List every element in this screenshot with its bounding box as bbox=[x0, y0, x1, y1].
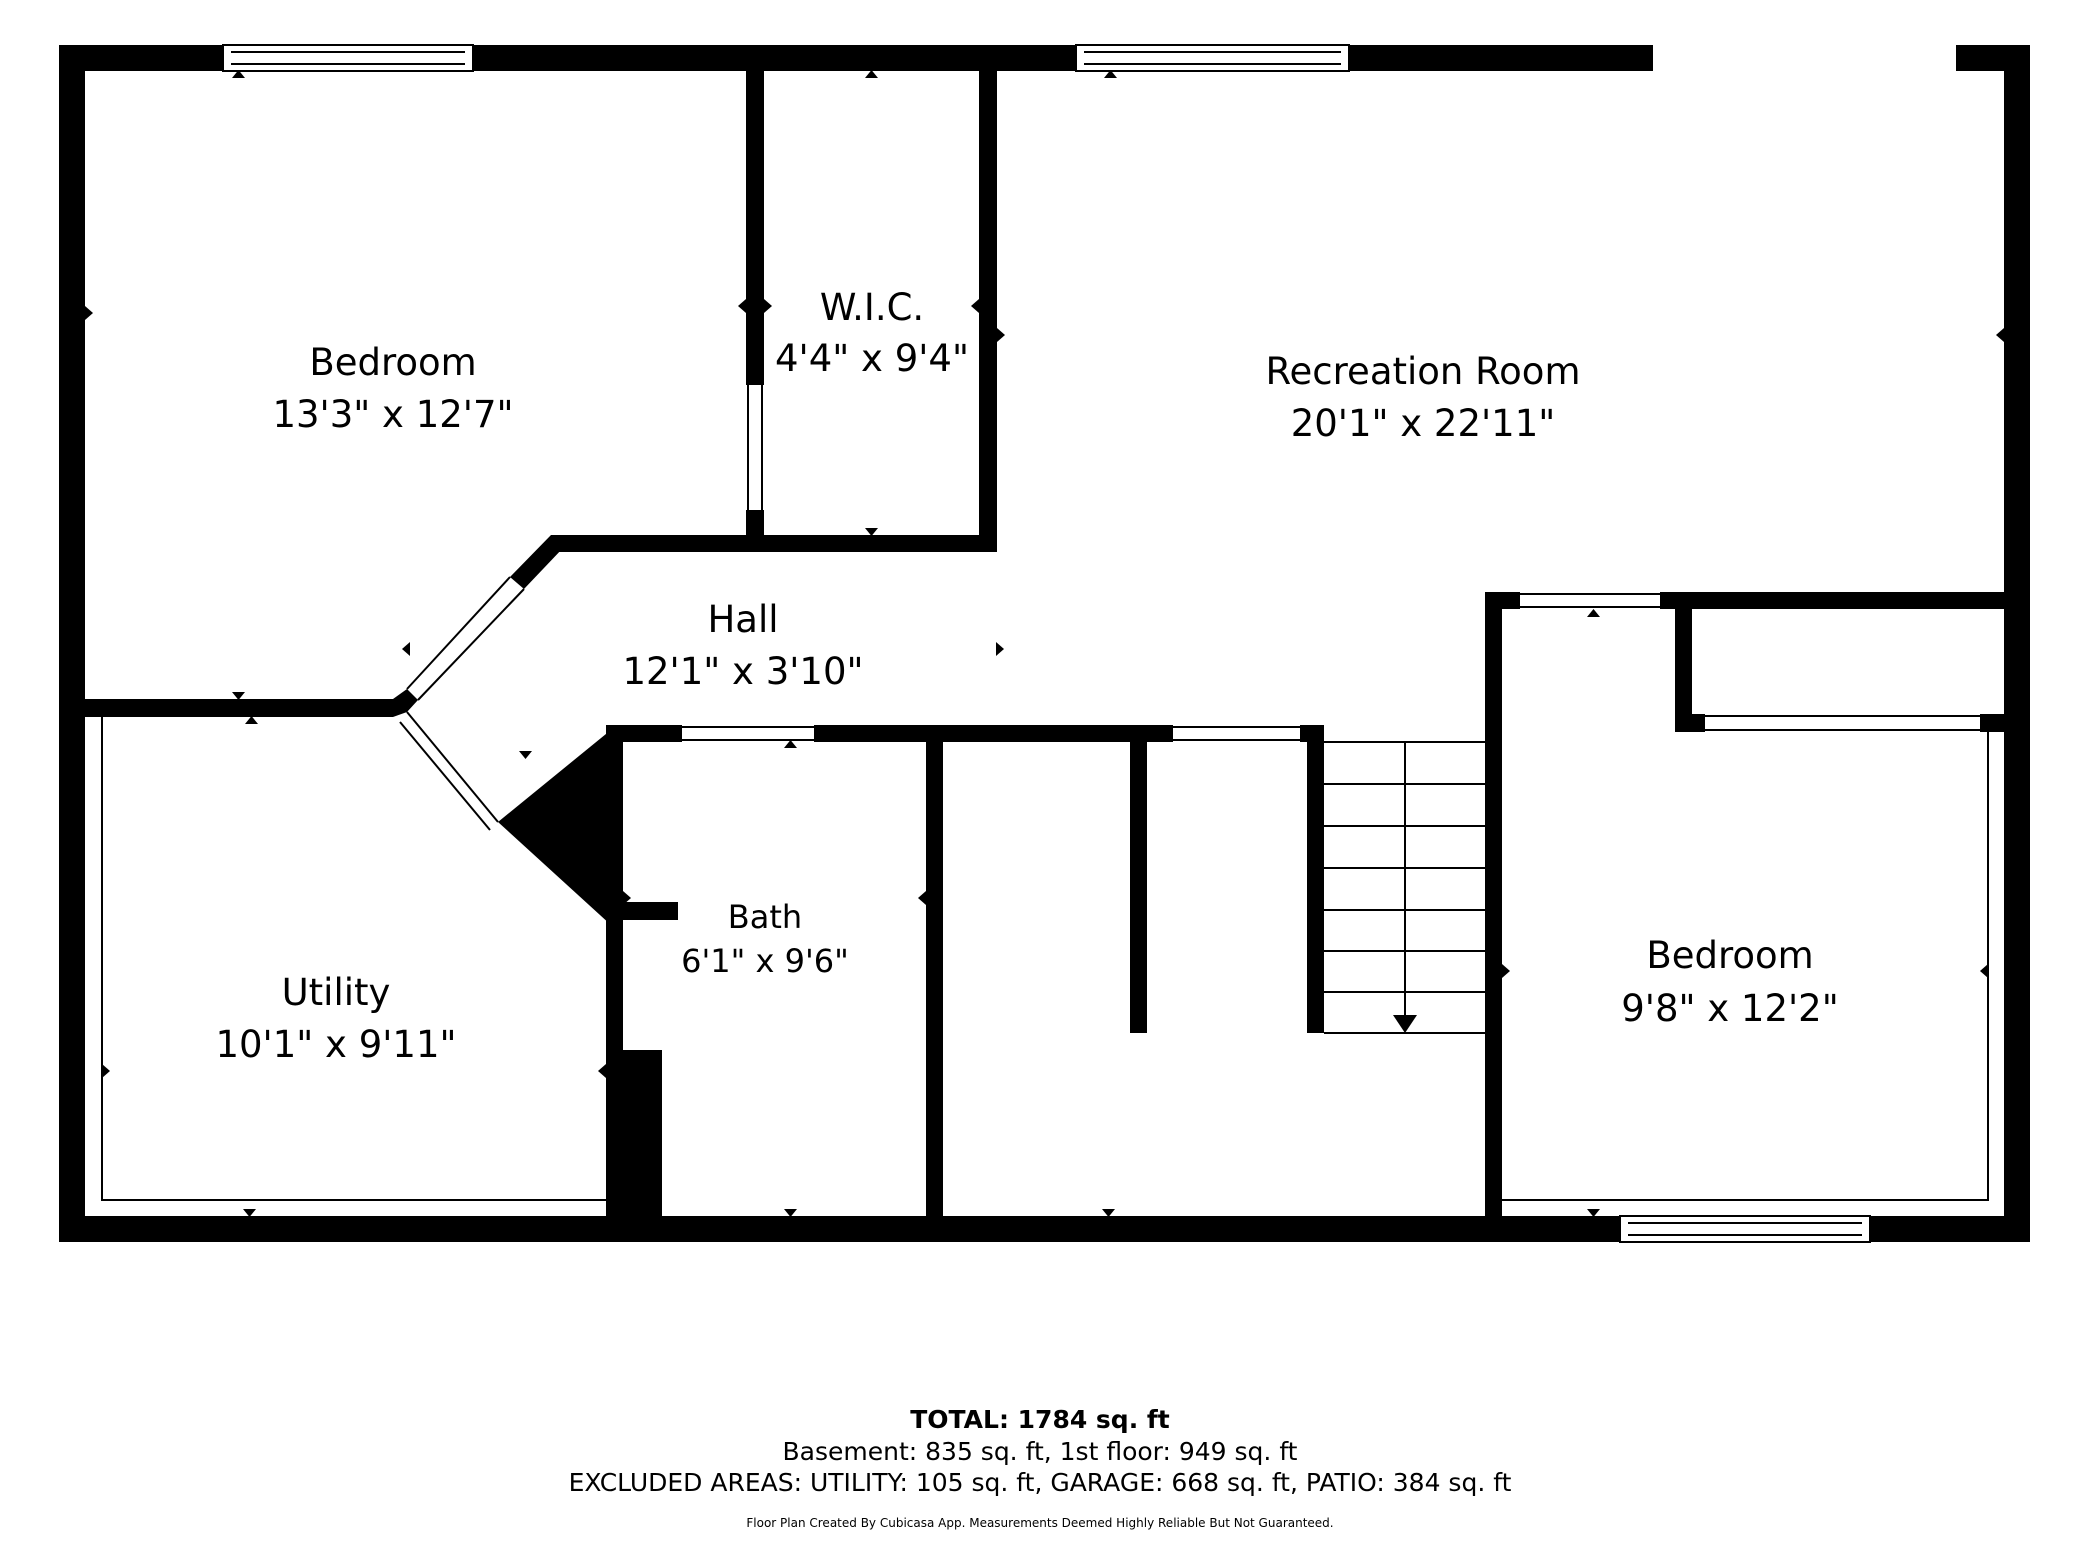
wall-left bbox=[59, 45, 85, 1242]
room-name-recreation: Recreation Room bbox=[1266, 350, 1581, 393]
wall-bedroom-right-top-right bbox=[1660, 592, 2030, 609]
wall-bath-right bbox=[926, 725, 943, 1242]
total-area: TOTAL: 1784 sq. ft bbox=[910, 1405, 1170, 1434]
room-dims-hall: 12'1" x 3'10" bbox=[622, 650, 863, 693]
wall-hall-diagonal-lower bbox=[498, 725, 623, 936]
wall-bedroom-utility bbox=[85, 699, 393, 717]
wall-stair-left bbox=[1307, 725, 1324, 1033]
wall-stair-top-stub bbox=[1300, 725, 1324, 742]
wall-center-post bbox=[1130, 725, 1147, 1033]
wall-diagonal-joint bbox=[393, 689, 418, 717]
wall-bath-closet bbox=[606, 1050, 662, 1242]
wall-hall-diagonal-upper bbox=[510, 535, 563, 589]
wall-bath-top-left bbox=[606, 725, 682, 742]
room-name-wic: W.I.C. bbox=[820, 286, 924, 329]
window-top-left bbox=[222, 44, 474, 72]
wall-wic-left-upper bbox=[746, 60, 764, 385]
openings bbox=[101, 385, 1989, 1201]
wall-bedroom-right-top-left bbox=[1485, 592, 1520, 609]
room-dims-recreation: 20'1" x 22'11" bbox=[1291, 402, 1556, 445]
room-name-bedroom-left: Bedroom bbox=[309, 341, 476, 384]
window-top-middle bbox=[1075, 44, 1350, 72]
excluded-areas: EXCLUDED AREAS: UTILITY: 105 sq. ft, GAR… bbox=[568, 1468, 1512, 1497]
room-dims-bedroom-left: 13'3" x 12'7" bbox=[272, 393, 513, 436]
stairs bbox=[1324, 741, 1485, 1034]
room-dims-bath: 6'1" x 9'6" bbox=[681, 942, 849, 980]
room-name-hall: Hall bbox=[707, 598, 778, 641]
wall-closet-top-right bbox=[1168, 725, 1173, 742]
stair-direction-arrow bbox=[1393, 1015, 1417, 1033]
credit-note: Floor Plan Created By Cubicasa App. Meas… bbox=[746, 1516, 1334, 1530]
wall-hall-top bbox=[551, 535, 997, 552]
windows bbox=[222, 44, 1956, 1243]
wall-wic-right bbox=[979, 60, 997, 552]
window-bottom-right bbox=[1619, 1215, 1871, 1243]
room-dims-bedroom-right: 9'8" x 12'2" bbox=[1621, 987, 1839, 1030]
opening-top-right bbox=[1653, 45, 1956, 71]
wall-closet-right-bottom-right bbox=[1980, 714, 2030, 732]
wall-bath-top-right bbox=[814, 725, 1169, 742]
room-name-bedroom-right: Bedroom bbox=[1646, 934, 1813, 977]
interior-walls bbox=[85, 60, 2030, 1242]
wall-bedroom-right-left bbox=[1485, 592, 1502, 1242]
wall-closet-right-bottom-left bbox=[1675, 714, 1705, 732]
room-name-bath: Bath bbox=[728, 898, 802, 936]
room-dims-utility: 10'1" x 9'11" bbox=[215, 1023, 456, 1066]
wall-right bbox=[2004, 45, 2030, 1242]
room-dims-wic: 4'4" x 9'4" bbox=[775, 337, 969, 380]
room-name-utility: Utility bbox=[282, 971, 391, 1014]
floor-areas: Basement: 835 sq. ft, 1st floor: 949 sq.… bbox=[782, 1437, 1298, 1466]
dimension-markers bbox=[85, 70, 2004, 1217]
wall-bath-stub bbox=[606, 902, 678, 920]
wall-closet-right-left bbox=[1675, 592, 1692, 732]
room-labels: Bedroom 13'3" x 12'7" W.I.C. 4'4" x 9'4"… bbox=[215, 286, 1838, 1066]
